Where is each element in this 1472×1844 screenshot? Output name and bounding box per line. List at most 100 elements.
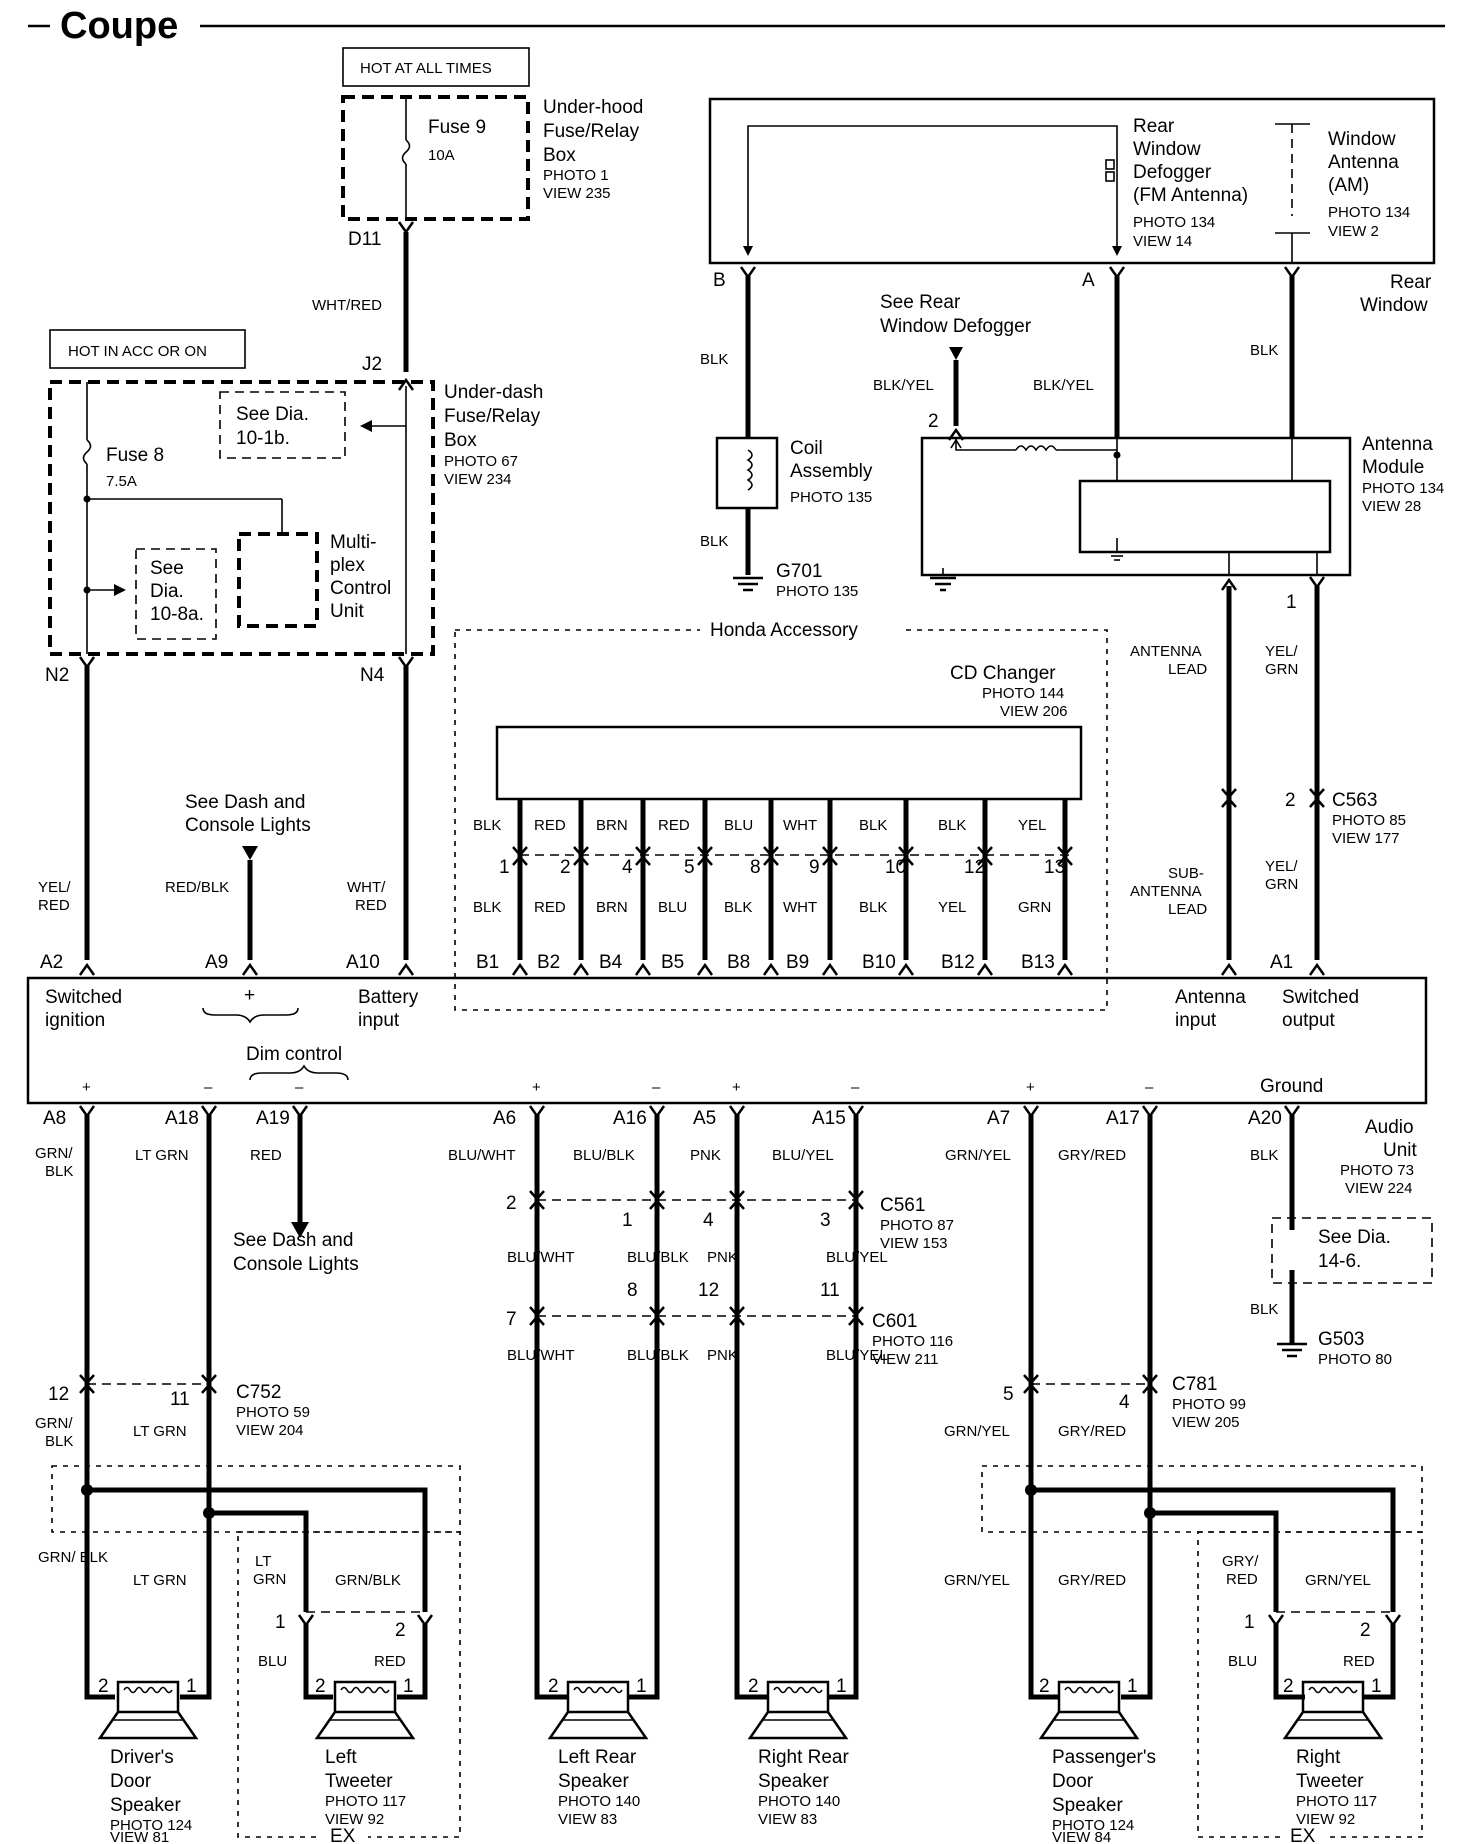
underdash-box-line1: Under-dash (444, 382, 543, 403)
cd-term-3: B5 (661, 952, 684, 973)
module-view: VIEW 28 (1362, 498, 1421, 515)
cd-term-1: B2 (537, 952, 560, 973)
cd-bottom-color-0: BLK (473, 899, 501, 916)
drivers-photo: PHOTO 124 (110, 1817, 192, 1834)
cd-bottom-color-1: RED (534, 899, 566, 916)
underdash-fuse-box (48, 380, 435, 656)
cd-top-color-7: BLK (938, 817, 966, 834)
speaker-pin-1: 1 (403, 1676, 414, 1697)
power-section: HOT AT ALL TIMES Fuse 9 10A Under-hood F… (45, 47, 643, 960)
c561-pin-1: 1 (622, 1210, 633, 1231)
c563-photo: PHOTO 85 (1332, 812, 1406, 829)
spk-gry-red: GRY/RED (1058, 1572, 1126, 1589)
window-antenna-line3: (AM) (1328, 175, 1369, 196)
c752-photo: PHOTO 59 (236, 1404, 310, 1421)
cd-pin-2: 4 (622, 857, 633, 878)
yel-grn-top-line2: GRN (1265, 661, 1298, 678)
speaker-pin-2: 2 (98, 1676, 109, 1697)
terminal-a: A (1082, 270, 1095, 291)
yel-grn-bot-line1: YEL/ (1265, 858, 1298, 875)
right-rear-line1: Right Rear (758, 1747, 849, 1768)
c601-pin-0: 7 (506, 1309, 517, 1330)
honda-accessory-boundary (454, 629, 1108, 1011)
out-color-6: BLU/YEL (772, 1147, 834, 1164)
module-line1: Antenna (1362, 434, 1433, 455)
polarity-7: + (1026, 1079, 1035, 1096)
terminal-b: B (713, 270, 726, 291)
c781-gryred: GRY/RED (1058, 1423, 1126, 1440)
c752-grn-line2: BLK (45, 1433, 73, 1450)
mcu-line3: Control (330, 578, 391, 599)
polarity-0: + (82, 1079, 91, 1096)
right-tweeter-view: VIEW 92 (1296, 1811, 1355, 1828)
cd-term-8: B13 (1021, 952, 1055, 973)
defogger-line3: Defogger (1133, 162, 1212, 183)
c601-view: VIEW 211 (872, 1351, 938, 1368)
term-a9: A9 (205, 952, 228, 973)
cd-top-color-6: BLK (859, 817, 887, 834)
cd-top-color-2: BRN (596, 817, 628, 834)
c563-pin: 2 (1285, 790, 1296, 811)
switched-ignition-line2: ignition (45, 1010, 105, 1031)
c601-pin-1: 8 (627, 1280, 638, 1301)
out-color-2: RED (250, 1147, 282, 1164)
sub-lead-line1: SUB- (1168, 865, 1204, 882)
arrow-down-icon (291, 1222, 309, 1238)
cd-bottom-color-7: YEL (938, 899, 966, 916)
see-10-8a-line3: 10-8a. (150, 604, 204, 625)
polarity-3: + (532, 1079, 541, 1096)
cd-pin-5: 9 (809, 857, 820, 878)
fuse-8-icon (82, 439, 92, 465)
cd-top-color-3: RED (658, 817, 690, 834)
out-term-8: A17 (1106, 1108, 1140, 1129)
out-term-5: A5 (693, 1108, 716, 1129)
underhood-fuse-box (341, 95, 530, 221)
coil-photo: PHOTO 135 (790, 489, 872, 506)
spk-lt-line1: LT (255, 1553, 271, 1570)
antenna-lead-line2: LEAD (1168, 661, 1207, 678)
fuse-8-label: Fuse 8 (106, 445, 164, 466)
c752-view: VIEW 204 (236, 1422, 304, 1439)
lt-tweeter-pin-2: 2 (395, 1620, 406, 1641)
cd-term-2: B4 (599, 952, 623, 973)
antenna-module (920, 436, 1352, 577)
mid-color-low-0: BLU/WHT (507, 1347, 575, 1364)
g503-label: G503 (1318, 1329, 1364, 1350)
coil-wire-blk: BLK (700, 351, 728, 368)
c752-label: C752 (236, 1382, 281, 1403)
cd-changer-wires: BLK1BLKB1RED2REDB2BRN4BRNB4RED5BLUB5BLU8… (473, 799, 1074, 977)
right-rear-line2: Speaker (758, 1771, 829, 1792)
c601-pin-2: 12 (698, 1280, 719, 1301)
drivers-line3: Speaker (110, 1795, 181, 1816)
antenna-lead-line1: ANTENNA (1130, 643, 1202, 660)
j2-label: J2 (362, 354, 382, 375)
ground-label: Ground (1260, 1076, 1323, 1097)
cd-pin-3: 5 (684, 857, 695, 878)
cd-top-color-0: BLK (473, 817, 501, 834)
speaker-pin-2: 2 (1283, 1676, 1294, 1697)
passenger-line1: Passenger's (1052, 1747, 1156, 1768)
spk-grn-blk-2: GRN/BLK (335, 1572, 401, 1589)
rear-window-line1: Rear (1390, 272, 1432, 293)
c561-label: C561 (880, 1195, 925, 1216)
speaker-pin-1: 1 (836, 1676, 847, 1697)
defogger-line4: (FM Antenna) (1133, 185, 1248, 206)
rear-window-line2: Window (1360, 295, 1428, 316)
right-tweeter-photo: PHOTO 117 (1296, 1793, 1377, 1810)
module-line2: Module (1362, 457, 1424, 478)
wht-red-line2: RED (355, 897, 387, 914)
module-case-ground-icon (930, 568, 956, 592)
cd-changer-section: Honda Accessory CD Changer PHOTO 144 VIE… (454, 614, 1108, 1011)
see-dia-10-8a-box (135, 548, 217, 640)
coil-icon (746, 449, 753, 491)
sub-lead-line2: ANTENNA (1130, 883, 1202, 900)
rt-tweeter-pin-2: 2 (1360, 1620, 1371, 1641)
out-term-0: A8 (43, 1108, 66, 1129)
cd-bottom-color-6: BLK (859, 899, 887, 916)
speaker-pin-1: 1 (636, 1676, 647, 1697)
out-color-5: PNK (690, 1147, 721, 1164)
c781-pin-1: 4 (1119, 1392, 1130, 1413)
